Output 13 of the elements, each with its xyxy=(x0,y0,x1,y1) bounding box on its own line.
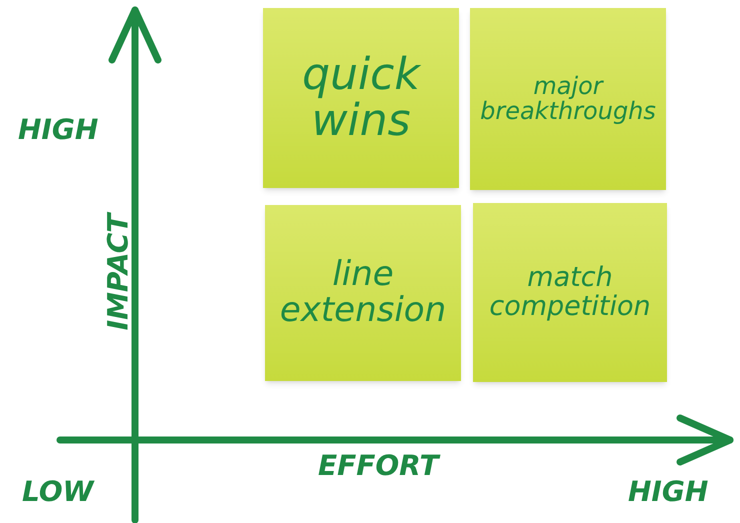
sticky-note xyxy=(473,203,667,382)
sticky-note xyxy=(263,8,459,188)
note-text: match competition xyxy=(488,264,652,321)
sticky-note xyxy=(265,205,461,381)
axis-label: EFFORT xyxy=(318,452,439,480)
axis-title: IMPACT xyxy=(104,214,132,330)
note-text: line extension xyxy=(278,257,448,329)
note-text: quick wins xyxy=(301,52,422,144)
axis-label: LOW xyxy=(22,478,94,506)
axis-label: HIGH xyxy=(628,478,708,506)
axis-label: HIGH xyxy=(18,116,98,144)
note-text: major breakthroughs xyxy=(479,74,657,124)
sticky-note xyxy=(470,8,666,190)
